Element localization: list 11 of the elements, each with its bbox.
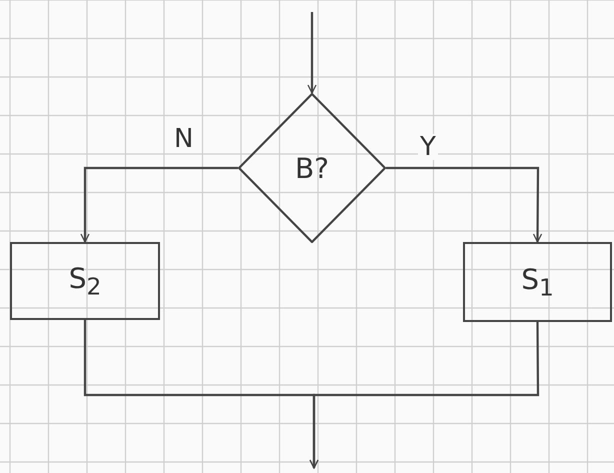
node-label: B? xyxy=(294,152,330,184)
node-label: S$_{2}$ xyxy=(68,262,102,300)
arrow xyxy=(309,322,540,469)
arrow xyxy=(386,166,542,243)
node-label: S$_{1}$ xyxy=(521,262,554,302)
decision-diamond xyxy=(238,93,386,243)
arrow xyxy=(307,12,317,94)
arrow xyxy=(80,166,238,243)
process-box xyxy=(463,242,612,322)
edge-label: Y xyxy=(418,134,438,160)
process-box xyxy=(10,242,160,320)
